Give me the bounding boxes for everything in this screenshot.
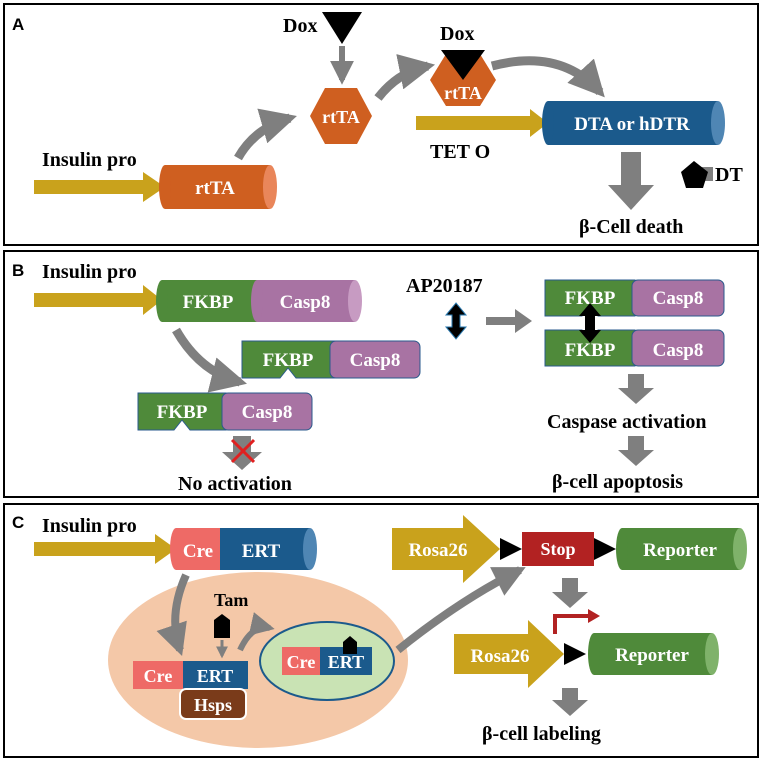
beta-cell-labeling-label: β-cell labeling xyxy=(482,723,601,745)
panel-a: A Insulin pro rtTA Dox rtTA rtTA Dox xyxy=(3,3,759,246)
teto-label: TET O xyxy=(430,141,490,163)
rosa26-arrow-1 xyxy=(392,515,500,583)
loxp-3 xyxy=(564,643,586,665)
reporter-cylinder-1: Reporter xyxy=(616,528,747,570)
cre-label-nuclear: Cre xyxy=(287,652,316,672)
insulin-promoter-arrow-b xyxy=(34,285,162,315)
casp8-label-cyl: Casp8 xyxy=(280,292,331,313)
cre-label-cyl: Cre xyxy=(183,541,213,562)
dt-pentagon xyxy=(681,161,708,188)
transcription-arrowhead xyxy=(588,609,600,623)
fkbp-label-m1: FKBP xyxy=(263,350,314,371)
curve-arrow-a1 xyxy=(234,108,297,161)
apoptosis-down-arrow xyxy=(618,436,654,466)
hsps-label: Hsps xyxy=(194,695,232,715)
dimer-bottom: FKBP Casp8 xyxy=(544,329,725,367)
casp8-label-m1: Casp8 xyxy=(350,350,401,371)
fkbp-label-d2: FKBP xyxy=(565,340,616,361)
panel-b: B Insulin pro FKBP Casp8 FKBP Casp8 FKBP xyxy=(3,250,759,498)
dt-label: DT xyxy=(715,164,743,186)
curve-arrow-c2 xyxy=(237,612,275,652)
stop-box xyxy=(522,532,594,566)
casp8-label-m2: Casp8 xyxy=(242,402,293,423)
curve-arrow-c3 xyxy=(395,566,526,654)
dox-label-2: Dox xyxy=(440,23,474,45)
dimer-double-arrow xyxy=(579,303,601,343)
curve-arrow-a3 xyxy=(490,56,605,98)
rosa26-label-2: Rosa26 xyxy=(470,646,529,667)
panel-c: C Insulin pro Cre ERT Tam Cre ERT Hsps xyxy=(3,503,759,758)
fkbp-casp8-monomer-2: FKBP Casp8 xyxy=(137,392,313,431)
panel-c-label: C xyxy=(12,513,24,532)
ert-label-cyl: ERT xyxy=(242,541,281,562)
rtta-hexagon-1 xyxy=(310,88,372,144)
tam-pentagon xyxy=(214,614,230,638)
ap20187-label: AP20187 xyxy=(406,275,483,297)
caspase-down-arrow xyxy=(618,374,654,404)
dox-triangle-2 xyxy=(441,50,485,80)
tam-label: Tam xyxy=(214,590,248,610)
transcription-arrow xyxy=(553,614,590,634)
loxp-1 xyxy=(500,538,522,560)
dox-triangle-1 xyxy=(322,12,362,44)
casp8-label-d2: Casp8 xyxy=(653,340,704,361)
cre-label-complex: Cre xyxy=(144,666,173,686)
death-down-arrow xyxy=(608,152,654,210)
panel-b-label: B xyxy=(12,261,24,280)
panel-a-label: A xyxy=(12,15,24,34)
reporter-cylinder-2: Reporter xyxy=(588,633,719,675)
insulin-promoter-arrow-c xyxy=(34,534,176,564)
insulin-pro-label: Insulin pro xyxy=(42,149,137,171)
tam-pentagon-bound xyxy=(343,636,357,654)
fkbp-label-cyl: FKBP xyxy=(183,292,234,313)
rtta-cylinder-label: rtTA xyxy=(195,178,235,199)
teto-arrow xyxy=(416,109,548,137)
curve-arrow-c1 xyxy=(156,573,190,657)
panel-a-border xyxy=(3,3,759,246)
rosa26-arrow-2 xyxy=(454,620,564,688)
fkbp-label-m2: FKBP xyxy=(157,402,208,423)
cre-ert-hsps-complex: Cre ERT Hsps xyxy=(133,661,248,720)
curve-arrow-a2 xyxy=(374,54,436,101)
panel-b-border xyxy=(3,250,759,498)
dta-cylinder: DTA or hDTR xyxy=(542,101,725,145)
dta-label: DTA or hDTR xyxy=(574,114,690,135)
ert-label-nuclear: ERT xyxy=(328,652,364,672)
loxp-2 xyxy=(594,538,616,560)
panel-c-border xyxy=(3,503,759,758)
dimerization-arrow xyxy=(486,309,532,333)
reporter-label-1: Reporter xyxy=(643,540,717,561)
dimer-top: FKBP Casp8 xyxy=(544,279,725,317)
insulin-pro-label-b: Insulin pro xyxy=(42,261,137,283)
reporter-label-2: Reporter xyxy=(615,645,689,666)
caspase-activation-label: Caspase activation xyxy=(547,411,706,433)
insulin-pro-label-c: Insulin pro xyxy=(42,515,137,537)
cre-ert-nuclear: Cre ERT xyxy=(282,636,372,675)
rtta-hexagon-2-label: rtTA xyxy=(444,83,482,103)
dox-label-1: Dox xyxy=(283,15,317,37)
no-activation-label: No activation xyxy=(178,473,292,495)
rosa26-label-1: Rosa26 xyxy=(408,540,467,561)
rtta-cylinder: rtTA xyxy=(159,165,277,209)
casp8-label-d1: Casp8 xyxy=(653,288,704,309)
fkbp-label-d1: FKBP xyxy=(565,288,616,309)
fkbp-casp8-cylinder: FKBP Casp8 xyxy=(156,280,362,322)
labeling-down-arrow xyxy=(552,688,588,716)
ap20187-double-arrow xyxy=(444,302,468,340)
ert-label-complex: ERT xyxy=(197,666,233,686)
cre-ert-cylinder: Cre ERT xyxy=(170,528,317,570)
insulin-promoter-arrow xyxy=(34,172,165,202)
beta-cell-apoptosis-label: β-cell apoptosis xyxy=(552,471,683,493)
excision-down-arrow xyxy=(552,578,588,608)
fkbp-casp8-monomer-1: FKBP Casp8 xyxy=(241,340,421,379)
rtta-hexagon-1-label: rtTA xyxy=(322,107,360,127)
stop-label: Stop xyxy=(540,539,575,559)
beta-cell-death-label: β-Cell death xyxy=(579,216,683,238)
curve-arrow-b1 xyxy=(172,327,247,393)
red-x-line-2 xyxy=(230,438,256,464)
